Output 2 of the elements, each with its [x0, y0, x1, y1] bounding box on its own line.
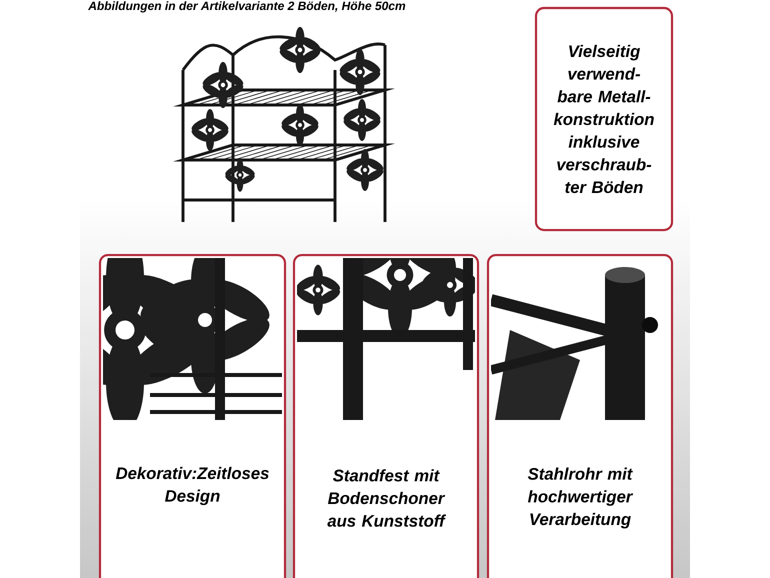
feature-box: Vielseitig verwend- bare Metall- konstruktion inklusive verschraub- ter Böden	[534, 6, 674, 232]
note: Abbildungen in der Artikelvariante 2 Böden, Höhe 50cm	[88, 1, 406, 12]
